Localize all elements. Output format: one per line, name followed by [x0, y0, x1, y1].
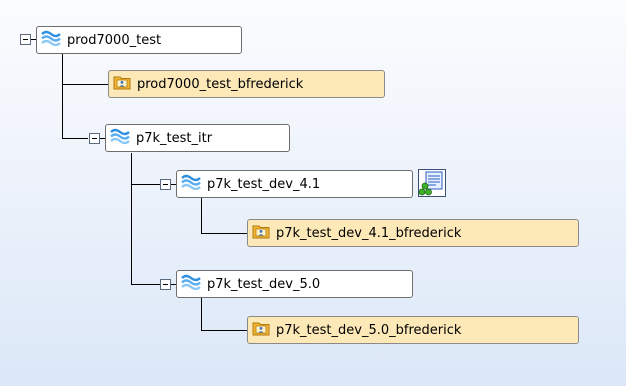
workspace-node-label: prod7000_test_bfrederick	[137, 76, 304, 92]
stream-icon	[181, 174, 201, 194]
stream-node-itr[interactable]: p7k_test_itr	[105, 124, 290, 152]
workspace-node-root[interactable]: prod7000_test_bfrederick	[108, 70, 385, 98]
stream-node-label: p7k_test_itr	[136, 130, 213, 146]
collapse-toggle-dev50[interactable]	[160, 279, 171, 290]
stream-icon	[181, 274, 201, 294]
workspace-node-dev50[interactable]: p7k_test_dev_5.0_bfrederick	[247, 316, 579, 344]
stream-node-label: p7k_test_dev_4.1	[207, 176, 321, 192]
stream-node-root[interactable]: prod7000_test	[36, 26, 242, 54]
collapse-toggle-itr[interactable]	[89, 133, 100, 144]
workspace-icon	[113, 74, 131, 94]
collapse-toggle-dev41[interactable]	[160, 179, 171, 190]
stream-node-dev41[interactable]: p7k_test_dev_4.1	[176, 170, 413, 198]
baseline-icon[interactable]	[418, 169, 446, 201]
workspace-icon	[252, 320, 270, 340]
stream-node-dev50[interactable]: p7k_test_dev_5.0	[176, 270, 413, 298]
stream-icon	[41, 30, 61, 50]
stream-icon	[110, 128, 130, 148]
workspace-node-label: p7k_test_dev_4.1_bfrederick	[276, 225, 462, 241]
workspace-node-label: p7k_test_dev_5.0_bfrederick	[276, 322, 462, 338]
stream-node-label: p7k_test_dev_5.0	[207, 276, 321, 292]
collapse-toggle-root[interactable]	[20, 34, 31, 45]
workspace-node-dev41[interactable]: p7k_test_dev_4.1_bfrederick	[247, 219, 579, 247]
workspace-icon	[252, 223, 270, 243]
stream-node-label: prod7000_test	[67, 32, 162, 48]
